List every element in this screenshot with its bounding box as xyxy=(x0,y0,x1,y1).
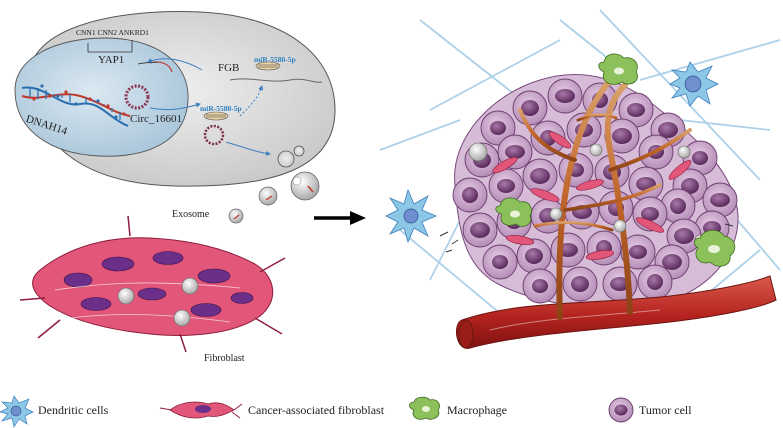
blood-vessel xyxy=(455,275,777,349)
macrophage-top-icon xyxy=(598,53,638,85)
tumor-cell xyxy=(530,120,566,156)
tumor-cell xyxy=(702,182,738,218)
exosome-medium-icon xyxy=(258,186,278,206)
dendritic-cell-top-icon xyxy=(669,61,719,107)
legend-label-macrophage: Macrophage xyxy=(447,403,507,417)
circrna-mirna-ring-icon xyxy=(203,124,225,146)
transition-arrow xyxy=(314,211,366,225)
macrophage-right-icon xyxy=(694,229,736,267)
fibroblast-cluster xyxy=(19,215,286,353)
legend-label-tumor: Tumor cell xyxy=(639,403,692,417)
tumor-cell xyxy=(547,78,583,114)
tumor-cell xyxy=(452,177,488,213)
dendritic-cell-left-icon xyxy=(385,188,438,244)
regulation-arrows xyxy=(147,58,271,156)
legend-label-dendritic: Dendritic cells xyxy=(38,403,109,417)
embedded-fibroblasts xyxy=(492,131,692,260)
legend-macrophage-icon xyxy=(409,396,440,420)
exosome-small-icon xyxy=(228,208,244,224)
tumor-cell xyxy=(482,244,518,280)
tumor-cell xyxy=(562,266,598,302)
tumor-cell xyxy=(462,212,498,248)
mirna-complex-lower-icon xyxy=(203,111,229,121)
tumor-cell xyxy=(522,268,558,304)
branching-vessels xyxy=(518,77,692,321)
yap1-label: YAP1 xyxy=(98,54,125,66)
circ-16601-label: Circ_16601 xyxy=(130,113,182,125)
mirna-lower-label: miR-5580-5p xyxy=(200,104,242,113)
exosome-label: Exosome xyxy=(172,209,210,220)
tumor-cell xyxy=(480,110,516,146)
tumor-cell xyxy=(604,118,640,154)
tumor-cell xyxy=(522,158,558,194)
fiber-fragments xyxy=(439,223,734,253)
fgb-mrna-icon xyxy=(229,78,323,83)
fgb-label: FGB xyxy=(218,62,240,74)
dnah14-dna-icon xyxy=(21,84,131,127)
legend-dendritic-cell-icon xyxy=(0,395,34,428)
tumor-cell xyxy=(550,232,586,268)
exosome-large-icon xyxy=(290,171,320,201)
mirna-upper-label: miR-5580-5p xyxy=(254,55,296,64)
legend-tumor-cell-icon xyxy=(608,397,634,423)
tumor-cell xyxy=(488,168,524,204)
tumor-cell xyxy=(637,264,673,300)
legend-cancer-associated-fibroblast-icon xyxy=(159,401,243,419)
tumor-cell xyxy=(666,218,702,254)
legend-label-caf: Cancer-associated fibroblast xyxy=(248,403,385,417)
macrophage-left-icon xyxy=(495,197,532,227)
gene-targets-label: CNN1 CNN2 ANKRD1 xyxy=(76,28,149,37)
mirna-complex-upper-icon xyxy=(255,61,281,71)
tumor-cell xyxy=(512,90,548,126)
circrna-ring-icon xyxy=(124,84,150,110)
nucleus xyxy=(14,37,189,157)
fibroblast-label: Fibroblast xyxy=(204,353,245,364)
